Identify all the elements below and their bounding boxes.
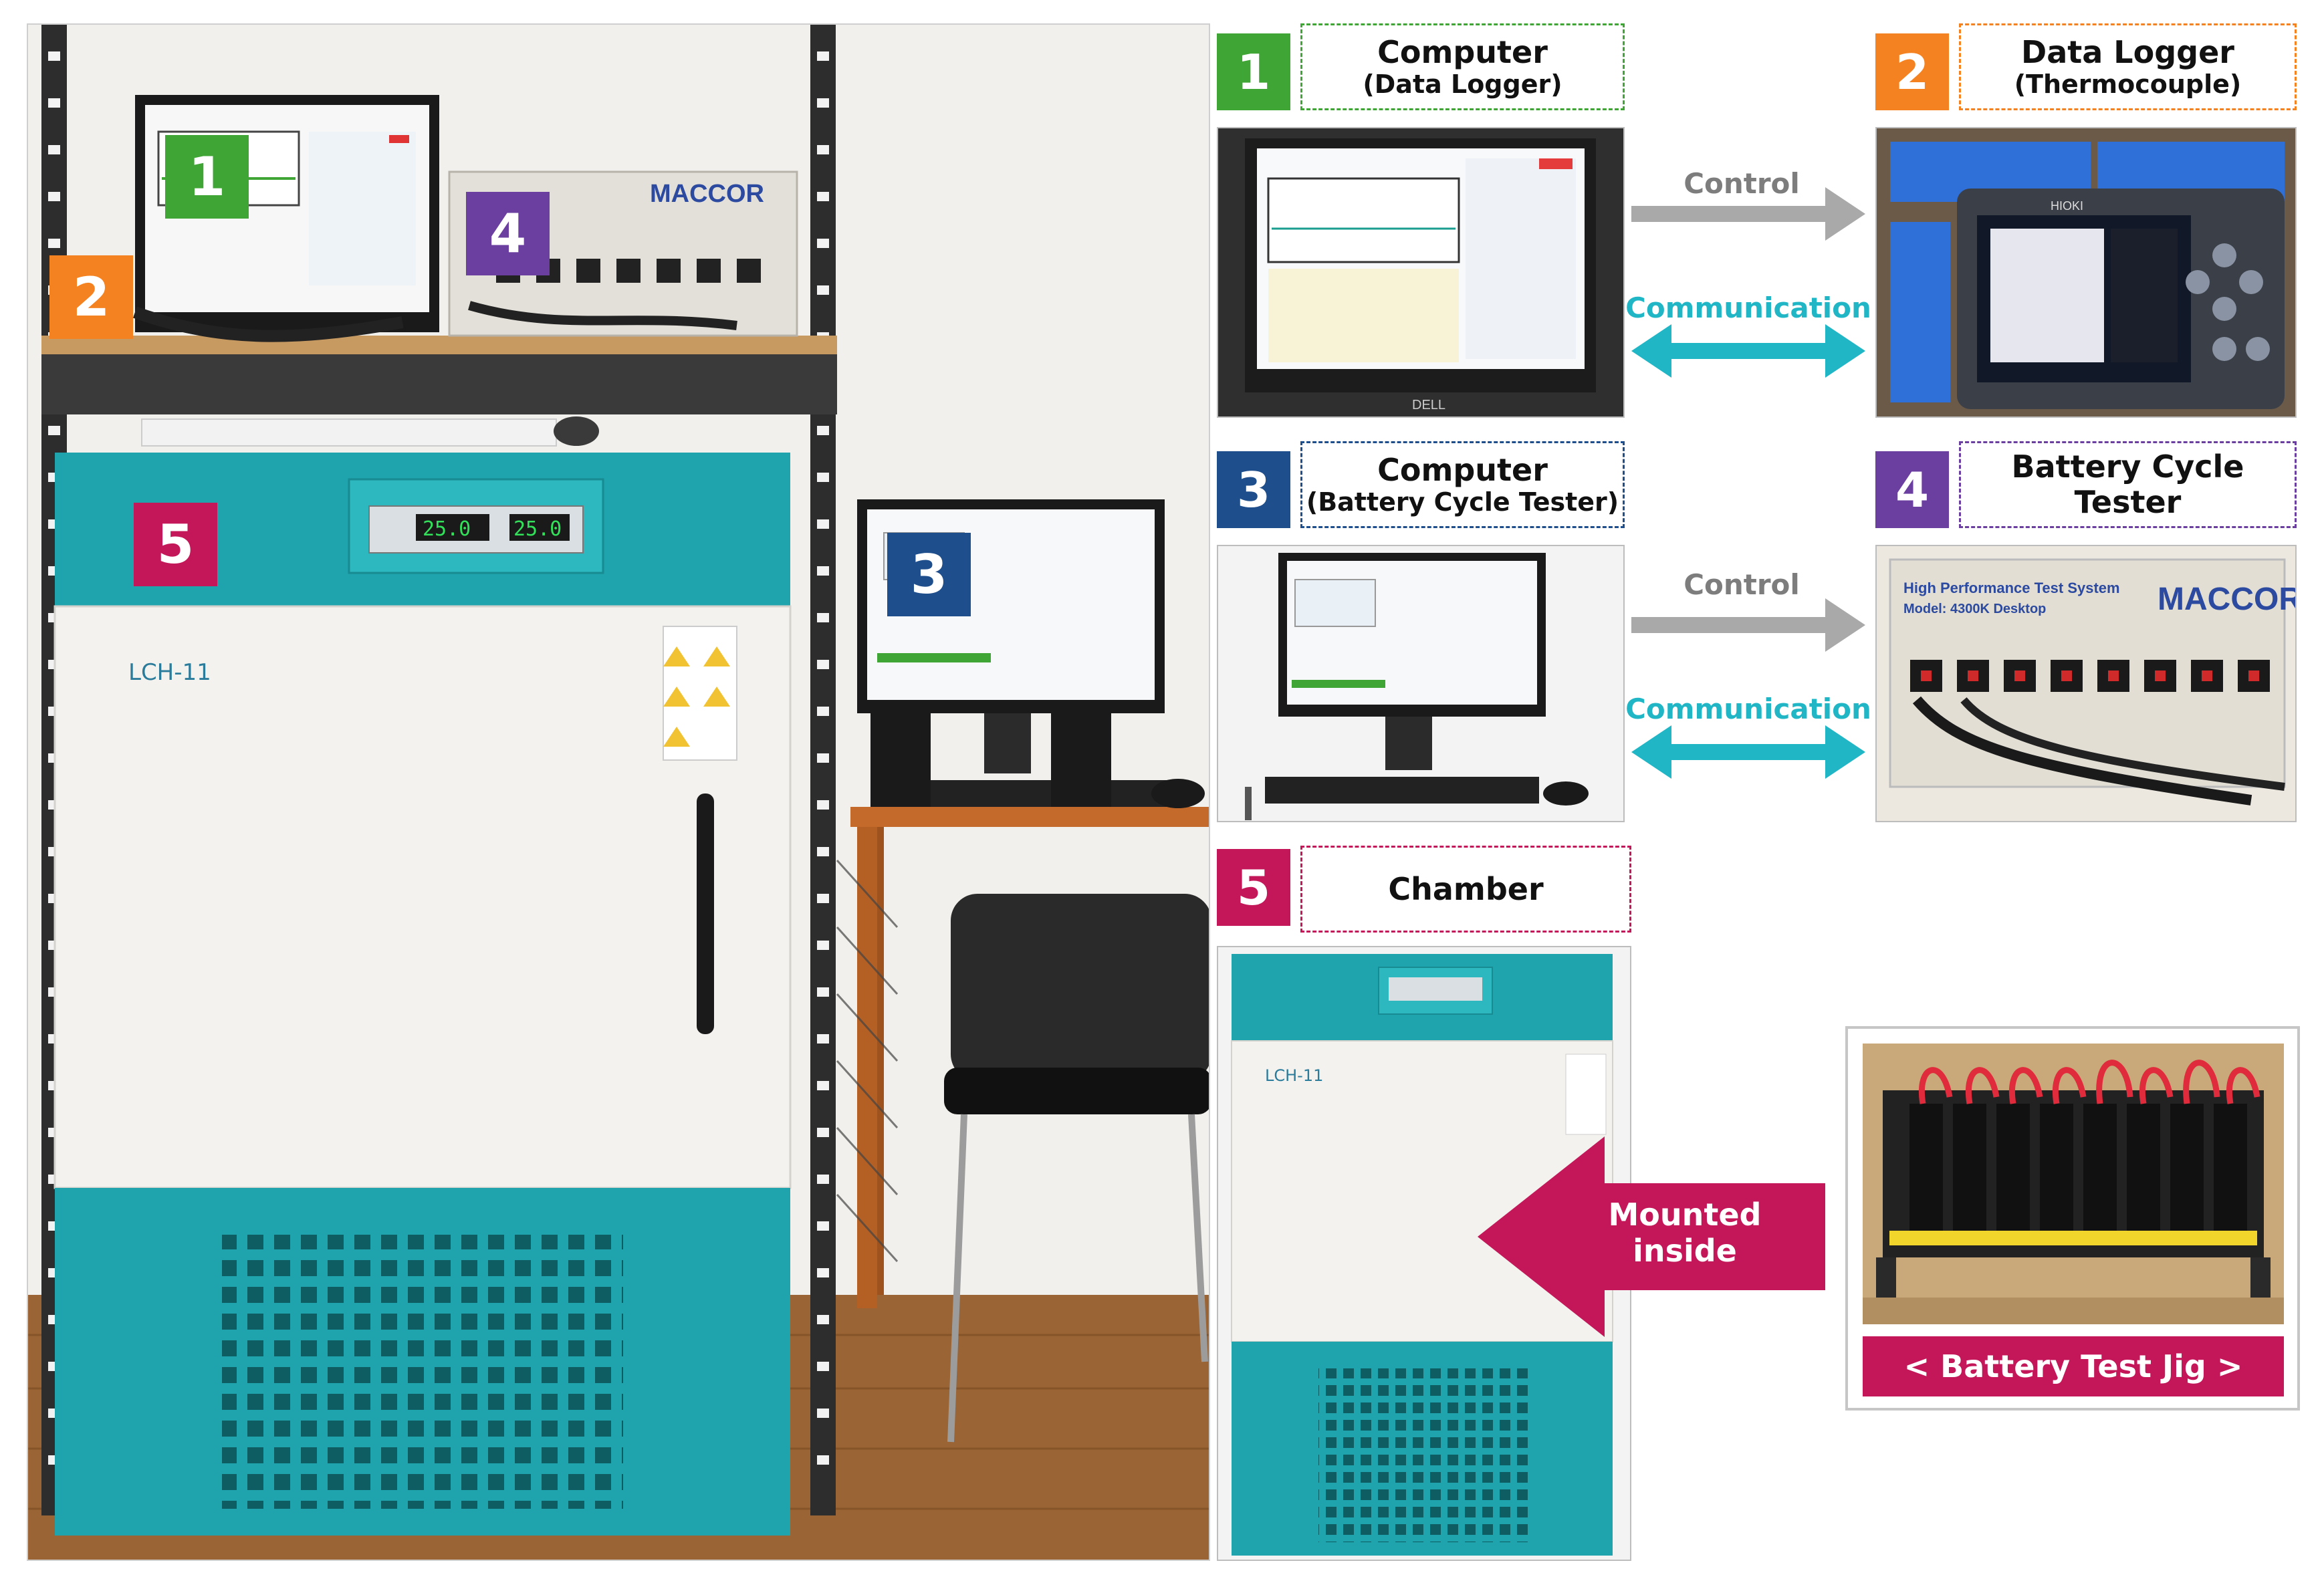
panel-2-logger-brand: HIOKI <box>2051 199 2083 213</box>
panel-3-number: 3 <box>1217 451 1290 528</box>
battery-test-jig-caption: < Battery Test Jig > <box>1863 1336 2284 1396</box>
panel-1-subtitle: (Data Logger) <box>1363 69 1562 99</box>
panel-3-title: Computer <box>1377 451 1548 488</box>
chamber-display-1: 25.0 <box>423 517 471 541</box>
communication-label-2: Communication <box>1625 693 1871 725</box>
mounted-inside-label: Mounted inside <box>1608 1197 1762 1269</box>
panel-1-title-box: Computer (Data Logger) <box>1300 23 1625 110</box>
badge-5-photo: 5 <box>134 503 217 586</box>
panel-5-title: Chamber <box>1388 870 1544 907</box>
panel-4-tester-model: Model: 4300K Desktop <box>1903 602 2046 616</box>
panel-2-title-box: Data Logger (Thermocouple) <box>1959 23 2297 110</box>
panel-4-title: Battery Cycle Tester <box>2011 449 2244 520</box>
panel-3-subtitle: (Battery Cycle Tester) <box>1306 487 1619 517</box>
panel-2-number: 2 <box>1875 33 1949 110</box>
control-arrow-2 <box>1631 598 1865 652</box>
badge-3-photo: 3 <box>887 533 971 616</box>
control-label-1: Control <box>1683 167 1800 200</box>
chamber-vent-grille <box>222 1235 623 1509</box>
battery-test-jig-photo <box>1863 1044 2284 1324</box>
tester-brand-small: MACCOR <box>650 180 764 208</box>
badge-1-photo: 1 <box>165 135 249 219</box>
lab-setup-illustration: MACCOR 25.0 25.0 LCH-11 <box>28 25 1209 1560</box>
panel-4-tester-header: High Performance Test System <box>1903 580 2120 596</box>
communication-arrow-1 <box>1631 324 1865 378</box>
mounted-inside-arrow <box>1478 1136 1825 1337</box>
communication-label-1: Communication <box>1625 291 1871 324</box>
panel-4-number: 4 <box>1875 451 1949 528</box>
panel-1-title: Computer <box>1377 33 1548 70</box>
panel-5-chamber-model: LCH-11 <box>1265 1066 1323 1085</box>
communication-arrow-2 <box>1631 725 1865 779</box>
panel-5-title-box: Chamber <box>1300 846 1631 933</box>
panel-4-photo: High Performance Test System Model: 4300… <box>1875 545 2297 822</box>
panel-2-title: Data Logger <box>2021 33 2234 70</box>
badge-2-photo: 2 <box>49 255 133 339</box>
control-arrow-1 <box>1631 187 1865 241</box>
battery-test-jig-box: < Battery Test Jig > <box>1845 1026 2300 1411</box>
chamber-display-2: 25.0 <box>513 517 562 541</box>
panel-4-title-box: Battery Cycle Tester <box>1959 441 2297 528</box>
panel-1-number: 1 <box>1217 33 1290 110</box>
panel-3-photo <box>1217 545 1625 822</box>
lab-setup-photo: MACCOR 25.0 25.0 LCH-11 <box>27 23 1210 1561</box>
panel-2-subtitle: (Thermocouple) <box>2014 69 2242 99</box>
control-label-2: Control <box>1683 568 1800 601</box>
panel-3-title-box: Computer (Battery Cycle Tester) <box>1300 441 1625 528</box>
chamber-model-label: LCH-11 <box>128 659 211 686</box>
panel-1-monitor-brand: DELL <box>1412 398 1445 412</box>
panel-2-photo: HIOKI <box>1875 127 2297 418</box>
panel-1-photo: DELL <box>1217 127 1625 418</box>
panel-4-tester-brand: MACCOR <box>2158 582 2295 617</box>
panel-5-number: 5 <box>1217 849 1290 926</box>
badge-4-photo: 4 <box>466 192 550 275</box>
